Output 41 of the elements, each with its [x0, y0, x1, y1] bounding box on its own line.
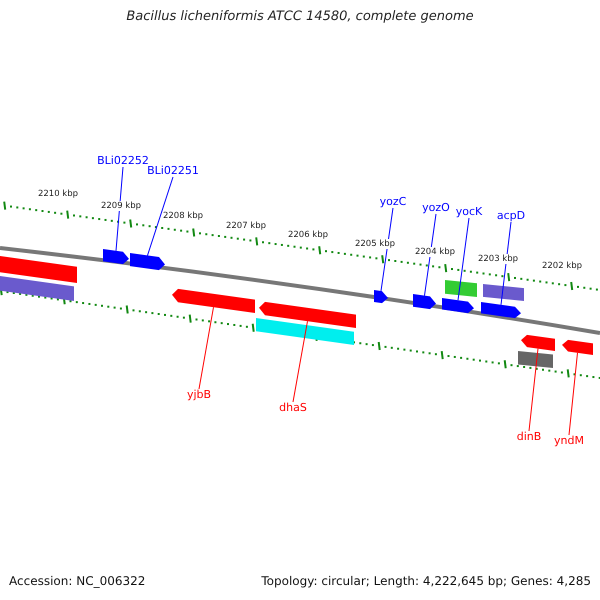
leader-line [380, 208, 394, 292]
leader-line [528, 348, 538, 432]
gene-label: yocK [456, 205, 482, 218]
scale-label: 2205 kbp [354, 239, 396, 250]
gene-label: yozO [422, 201, 450, 214]
gene-label: yndM [554, 434, 584, 448]
gene-label: dinB [516, 430, 542, 444]
leader-line [500, 222, 512, 306]
scale-label: 2206 kbp [288, 230, 328, 240]
scale-label: 2204 kbp [414, 247, 456, 258]
leader-line [424, 214, 436, 296]
gene-block [259, 301, 356, 328]
scale-label: 2202 kbp [542, 261, 582, 272]
gene-label: yozC [380, 195, 406, 208]
leader-line [116, 166, 124, 252]
scale-label: 2207 kbp [226, 221, 266, 232]
gene-label: acpD [496, 209, 526, 222]
title: Bacillus licheniformis ATCC 14580, complete genome [125, 9, 475, 25]
gene-block [562, 339, 593, 355]
gene-block [172, 288, 255, 313]
scale-label: 2209 kbp [100, 201, 142, 212]
gene-label: dhaS [279, 401, 307, 414]
leader-line [458, 218, 470, 301]
gene-block [103, 249, 129, 265]
gene-block [374, 290, 388, 304]
gene-label: BLi02251 [147, 164, 199, 178]
scale-label: 2203 kbp [478, 254, 518, 264]
footer-text: Accession: NC_006322 [9, 574, 146, 588]
gene-block [481, 302, 521, 319]
leader-line [292, 320, 308, 402]
scale-label: 2210 kbp [38, 189, 78, 200]
gene-block [442, 298, 474, 314]
footer-text: Topology: circular; Length: 4,222,645 bp; Genes: 4,285 [261, 574, 591, 588]
gene-label: yjbB [186, 388, 212, 402]
gene-block [413, 294, 436, 310]
gene-block [521, 334, 555, 351]
leader-line [147, 176, 174, 256]
gene-block [130, 253, 165, 271]
gene-label: BLi02252 [97, 154, 149, 168]
leader-line [568, 352, 578, 436]
scale-label: 2208 kbp [162, 211, 204, 222]
